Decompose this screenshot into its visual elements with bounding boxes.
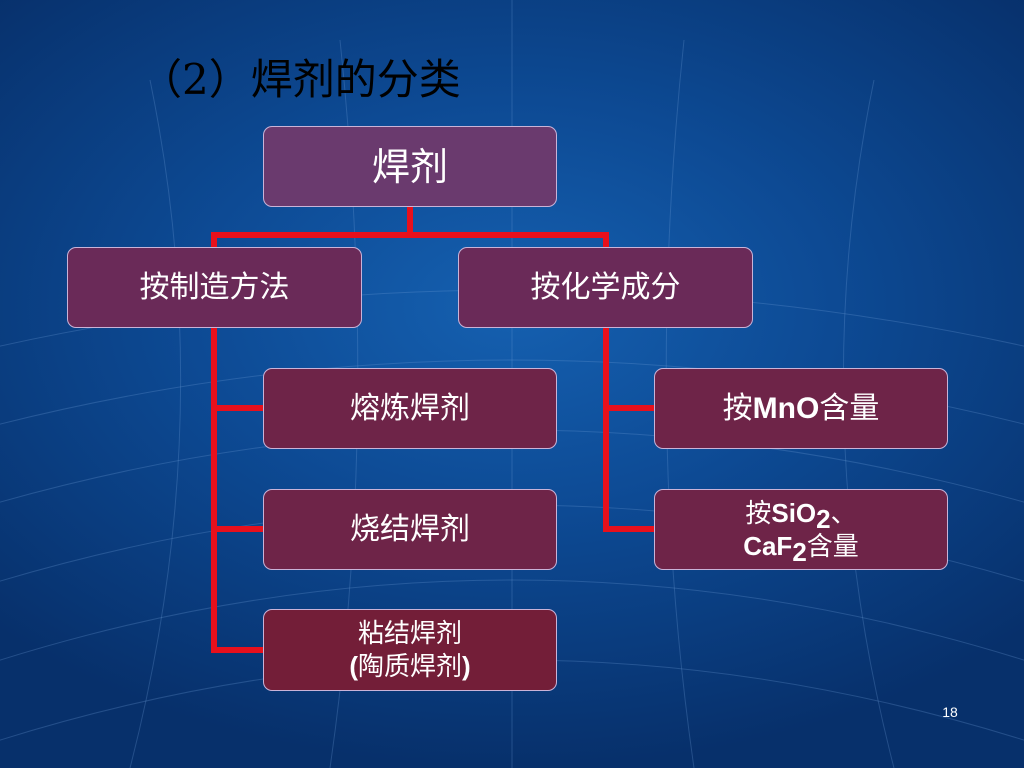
sio2-formula: SiO bbox=[771, 497, 817, 528]
node-label: 熔炼焊剂 bbox=[350, 390, 470, 426]
page-number: 18 bbox=[942, 704, 958, 720]
node-by-sio2-caf2-content: 按SiO2、 CaF2含量 bbox=[654, 489, 948, 570]
paren-open: ( bbox=[349, 650, 358, 681]
slide-title: （2）焊剂的分类 bbox=[140, 55, 461, 104]
node-fused-flux: 熔炼焊剂 bbox=[263, 368, 557, 449]
node-bonded-flux: 粘结焊剂 (陶质焊剂) bbox=[263, 609, 557, 691]
node-label-line2: CaF2含量 bbox=[743, 530, 859, 565]
paren-close: ) bbox=[462, 650, 471, 681]
mno-formula: MnO bbox=[752, 391, 820, 425]
caf2-suffix: 含量 bbox=[806, 531, 859, 562]
caf2-subscript: 2 bbox=[792, 536, 807, 567]
separator: 、 bbox=[830, 498, 857, 529]
node-by-chemical-composition: 按化学成分 bbox=[458, 247, 753, 328]
sio2-subscript: 2 bbox=[816, 503, 831, 534]
mno-prefix: 按 bbox=[722, 390, 753, 426]
node-label: 烧结焊剂 bbox=[350, 511, 470, 547]
node-label: 按制造方法 bbox=[139, 269, 290, 305]
node-label: 焊剂 bbox=[371, 144, 448, 189]
node-by-mno-content: 按MnO含量 bbox=[654, 368, 948, 449]
node-label-line1: 按SiO2、 bbox=[745, 497, 857, 532]
node-label-line1: 粘结焊剂 bbox=[358, 618, 462, 650]
caf2-formula: CaF bbox=[743, 530, 793, 561]
node-sintered-flux: 烧结焊剂 bbox=[263, 489, 557, 570]
node-by-manufacturing-method: 按制造方法 bbox=[67, 247, 362, 328]
sio2-prefix: 按 bbox=[745, 498, 772, 529]
node-flux-root: 焊剂 bbox=[263, 126, 557, 207]
node-label-line2: (陶质焊剂) bbox=[349, 650, 470, 683]
node-label: 按化学成分 bbox=[530, 269, 681, 305]
mno-suffix: 含量 bbox=[819, 390, 880, 426]
ceramic-flux-label: 陶质焊剂 bbox=[357, 651, 462, 682]
node-label: 按MnO含量 bbox=[722, 390, 880, 426]
bonded-flux-label: 粘结焊剂 bbox=[357, 618, 462, 649]
